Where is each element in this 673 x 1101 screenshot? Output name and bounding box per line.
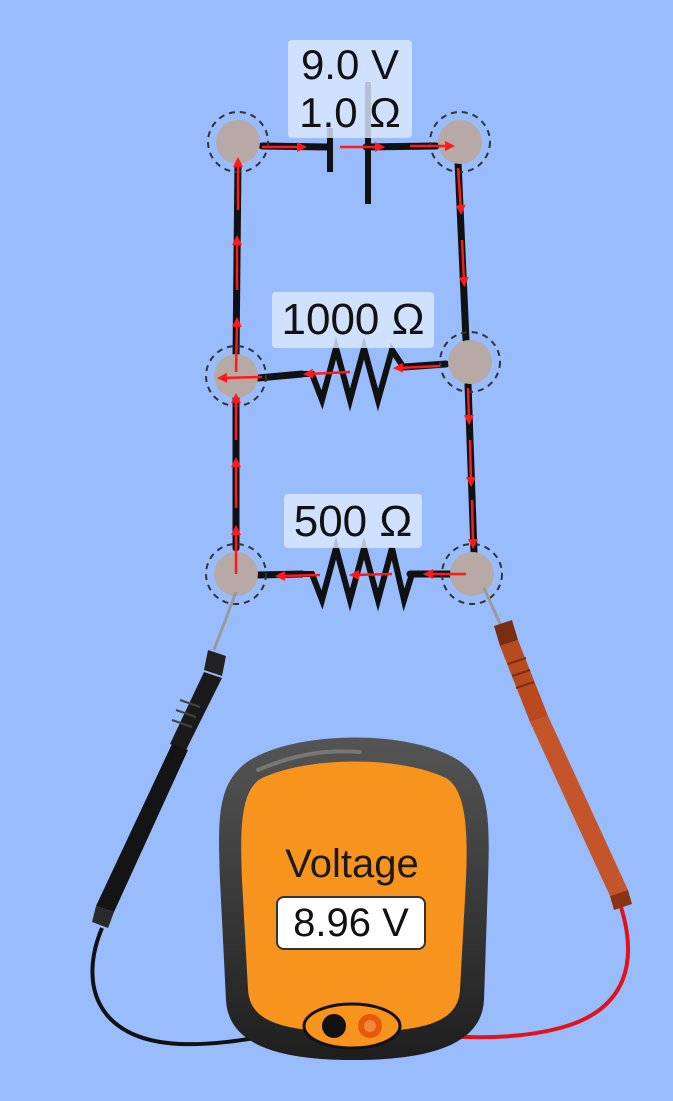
current-arrow [275,570,321,581]
wire-mid-left[interactable] [254,370,306,382]
junction-top-right[interactable] [429,111,491,173]
current-arrow [465,439,476,487]
current-arrow [349,569,393,580]
battery-resistance-label: 1.0 Ω [299,89,401,136]
battery-voltage-label: 9.0 V [300,41,400,88]
junction-mid-right[interactable] [439,331,501,393]
resistor-1000-ohm[interactable] [300,336,407,412]
current-arrow [467,499,478,549]
voltmeter-readout: 8.96 V [276,896,426,950]
black-probe[interactable] [92,591,238,928]
current-arrow [303,368,351,379]
current-arrow [458,239,469,287]
current-arrow [455,167,466,215]
junctions[interactable] [205,111,503,605]
resistor-bottom-label[interactable]: 500 Ω [284,494,422,548]
current-arrows [217,141,478,581]
red-probe[interactable] [482,587,632,910]
resistor-top-label[interactable]: 1000 Ω [272,292,434,348]
current-arrow [217,372,263,383]
junction-bottom-right[interactable] [441,543,503,605]
battery-label[interactable]: 9.0 V 1.0 Ω [288,40,412,138]
black-jack [322,1014,346,1038]
current-arrow [393,362,441,373]
current-arrow [231,317,242,373]
voltmeter-title: Voltage [285,842,419,886]
current-arrow [463,387,474,425]
